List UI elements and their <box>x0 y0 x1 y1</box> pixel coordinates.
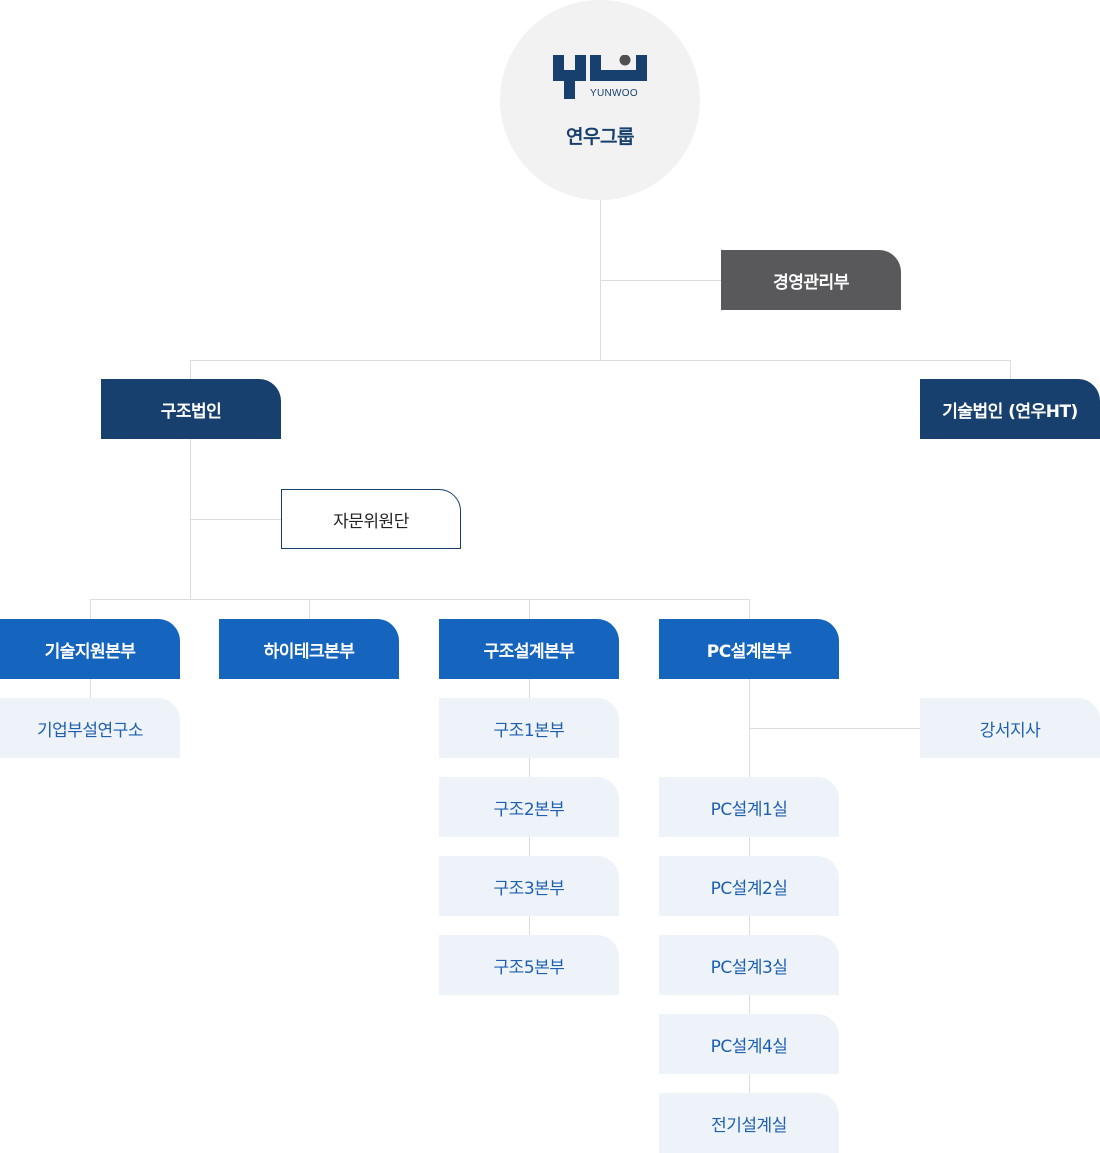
node-electrical-room[interactable]: 전기설계실 <box>659 1093 839 1153</box>
node-structural-1-label: 구조1본부 <box>493 720 565 741</box>
connector-division-bus <box>90 599 750 600</box>
connector-branch <box>749 728 920 729</box>
connector-tech-corp <box>1010 360 1011 379</box>
node-tech-corp-label: 기술법인 (연우HT) <box>942 401 1078 422</box>
connector-tech-support-children <box>90 679 91 698</box>
node-advisory[interactable]: 자문위원단 <box>281 489 461 549</box>
node-tech-support-division[interactable]: 기술지원본부 <box>0 619 180 679</box>
node-structural-1[interactable]: 구조1본부 <box>439 698 619 758</box>
node-pc-room-2-label: PC설계2실 <box>710 878 788 899</box>
connector-division-4 <box>749 599 750 619</box>
node-electrical-room-label: 전기설계실 <box>711 1115 787 1136</box>
node-research-institute[interactable]: 기업부설연구소 <box>0 698 180 758</box>
yunwoo-logo <box>553 55 647 99</box>
node-research-institute-label: 기업부설연구소 <box>37 720 143 741</box>
node-pc-design-division-label: PC설계본부 <box>706 641 792 662</box>
node-structural-2-label: 구조2본부 <box>493 799 565 820</box>
node-structure-corp-label: 구조법인 <box>160 401 222 422</box>
node-pc-design-division[interactable]: PC설계본부 <box>659 619 839 679</box>
node-structural-5[interactable]: 구조5본부 <box>439 935 619 995</box>
node-pc-room-4-label: PC설계4실 <box>710 1036 788 1057</box>
node-pc-room-4[interactable]: PC설계4실 <box>659 1014 839 1074</box>
connector-division-3 <box>529 599 530 619</box>
node-hitech-division-label: 하이테크본부 <box>263 641 355 662</box>
root-node: YUNWOO 연우그룹 <box>500 0 700 200</box>
connector-corp-bus <box>190 360 1011 361</box>
node-pc-room-2[interactable]: PC설계2실 <box>659 856 839 916</box>
node-structural-design-division[interactable]: 구조설계본부 <box>439 619 619 679</box>
node-structural-3-label: 구조3본부 <box>493 878 565 899</box>
node-pc-room-1[interactable]: PC설계1실 <box>659 777 839 837</box>
node-branch-office-label: 강서지사 <box>979 720 1041 741</box>
connector-management <box>600 280 721 281</box>
root-name: 연우그룹 <box>566 126 634 148</box>
node-structural-2[interactable]: 구조2본부 <box>439 777 619 837</box>
node-branch-office[interactable]: 강서지사 <box>920 698 1100 758</box>
logo-text: YUNWOO <box>590 88 638 99</box>
node-structural-3[interactable]: 구조3본부 <box>439 856 619 916</box>
node-management-label: 경영관리부 <box>773 272 849 293</box>
connector-division-1 <box>90 599 91 619</box>
node-structural-design-division-label: 구조설계본부 <box>483 641 575 662</box>
node-pc-room-1-label: PC설계1실 <box>710 799 788 820</box>
node-tech-support-division-label: 기술지원본부 <box>44 641 136 662</box>
node-hitech-division[interactable]: 하이테크본부 <box>219 619 399 679</box>
connector-advisory <box>190 519 281 520</box>
node-pc-room-3-label: PC설계3실 <box>710 957 788 978</box>
node-tech-corp[interactable]: 기술법인 (연우HT) <box>920 379 1100 439</box>
node-management[interactable]: 경영관리부 <box>721 250 901 310</box>
node-structure-corp[interactable]: 구조법인 <box>101 379 281 439</box>
node-structural-5-label: 구조5본부 <box>493 957 565 978</box>
connector-structure-corp <box>190 360 191 379</box>
node-advisory-label: 자문위원단 <box>333 511 409 532</box>
connector-division-2 <box>309 599 310 619</box>
node-pc-room-3[interactable]: PC설계3실 <box>659 935 839 995</box>
